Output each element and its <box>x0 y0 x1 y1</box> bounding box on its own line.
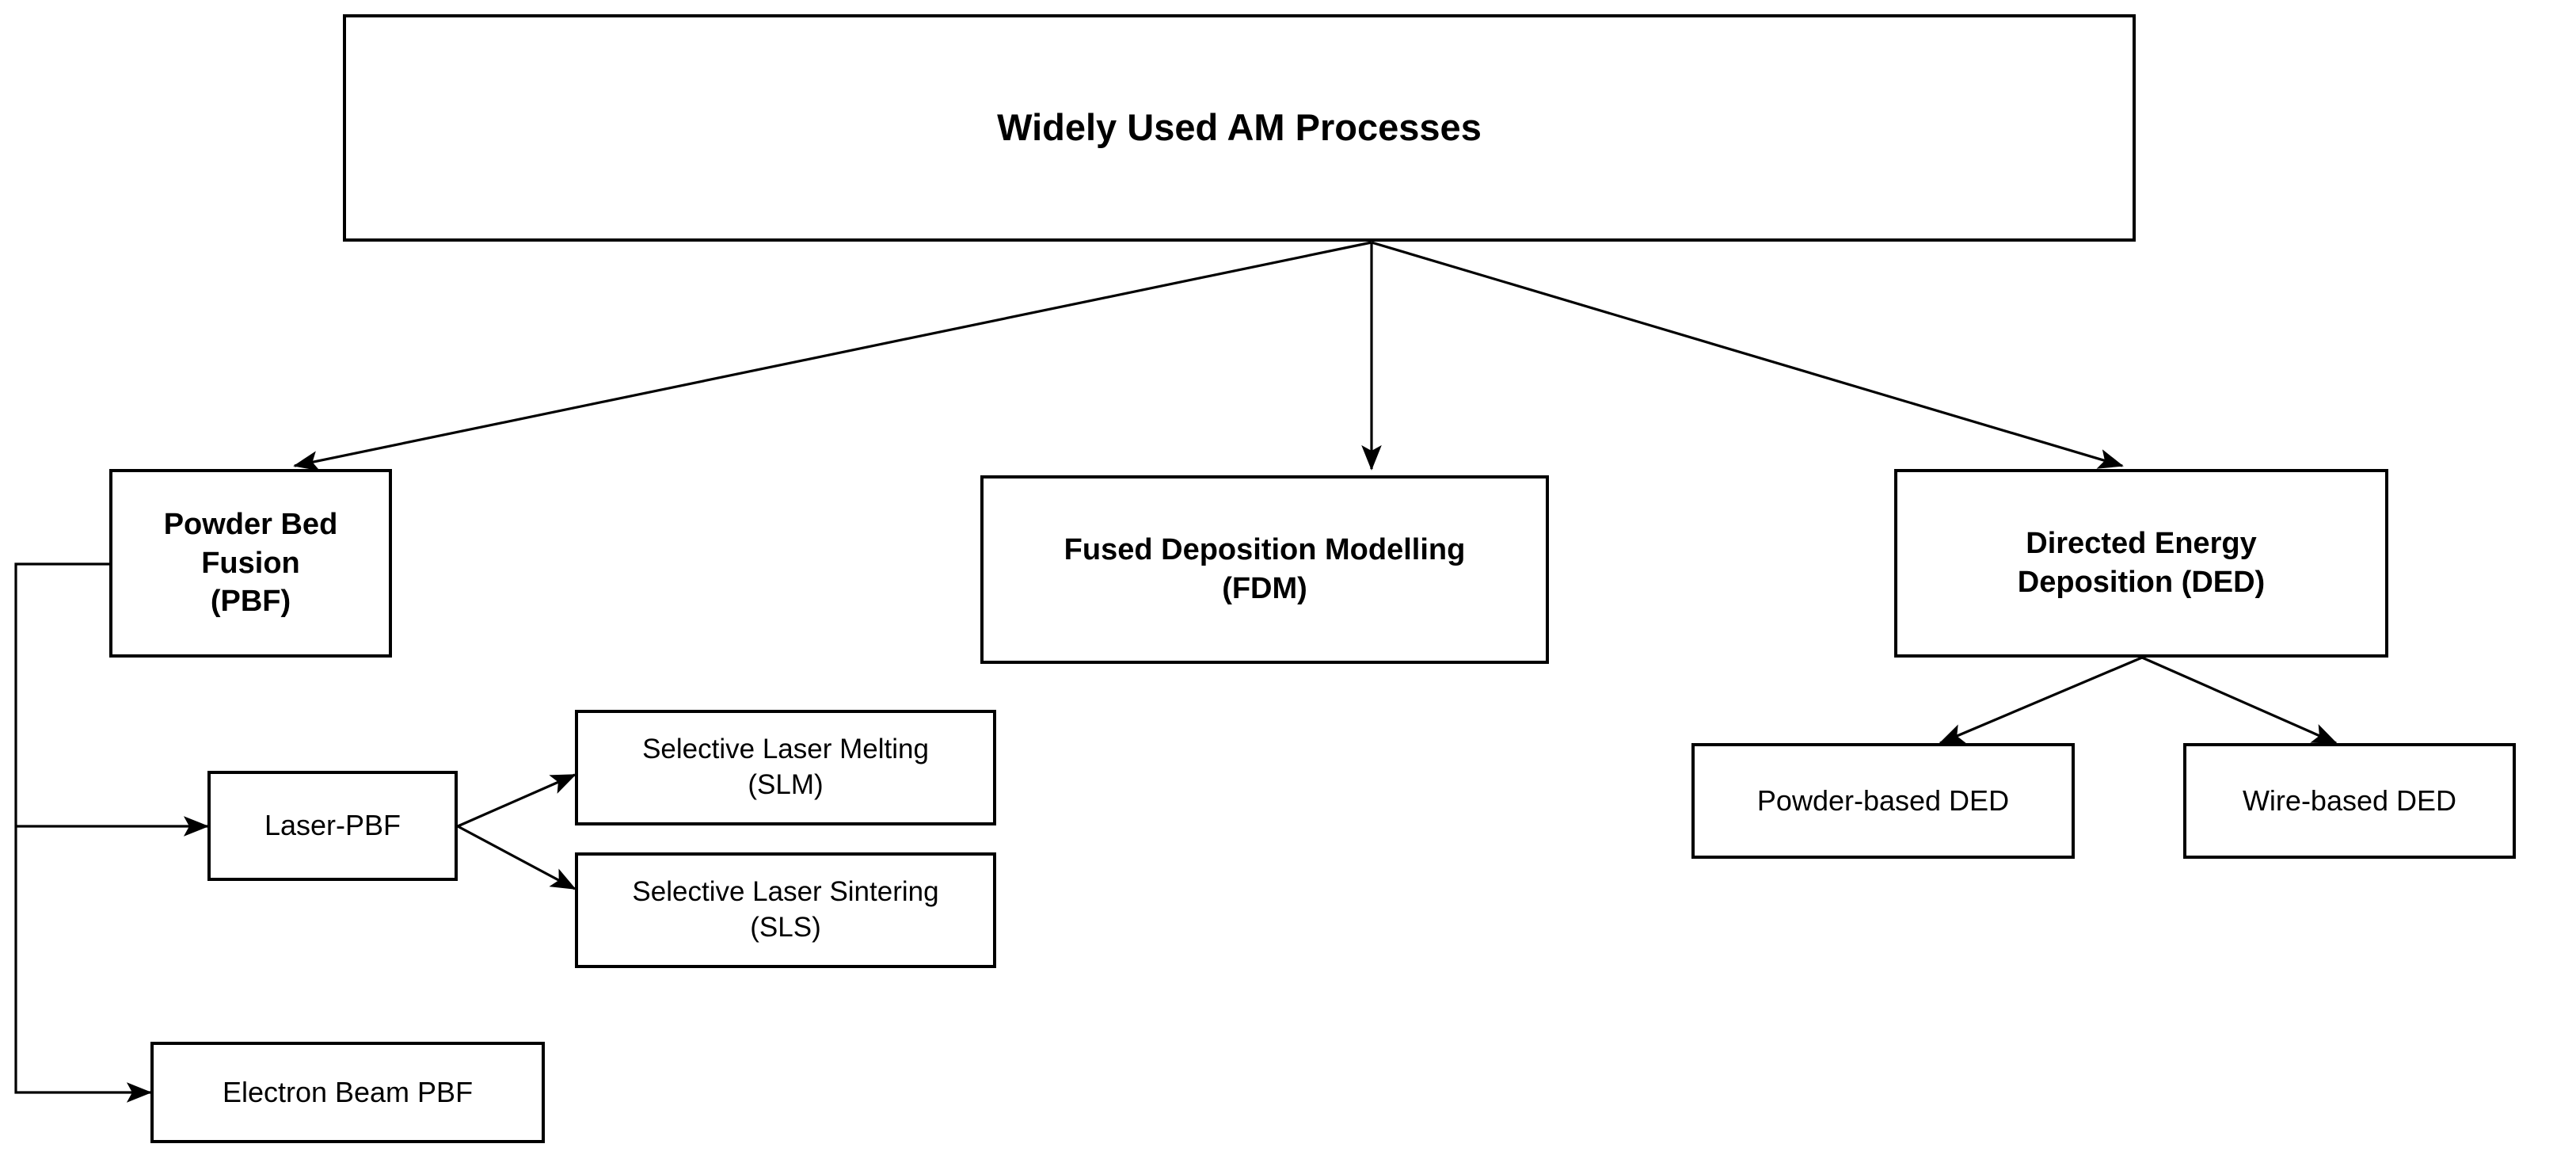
node-selective-laser-melting[interactable]: Selective Laser Melting (SLM) <box>575 710 996 825</box>
edge-laser-pbf-to-sls <box>457 825 576 890</box>
edge-root-to-ded <box>1371 241 2124 469</box>
node-fused-deposition-modelling-label: Fused Deposition Modelling (FDM) <box>1064 533 1466 605</box>
node-wire-based-ded-label: Wire-based DED <box>2242 783 2457 817</box>
node-directed-energy-deposition[interactable]: Directed Energy Deposition (DED) <box>1894 469 2388 658</box>
edge-pbf-bus <box>14 562 109 826</box>
edge-ded-to-wire-based-ded <box>2141 656 2338 745</box>
edge-laser-pbf-to-slm <box>457 773 576 828</box>
node-powder-based-ded[interactable]: Powder-based DED <box>1691 743 2075 859</box>
node-laser-pbf[interactable]: Laser-PBF <box>207 771 458 881</box>
edge-ded-to-powder-based-ded <box>1939 656 2143 745</box>
node-powder-based-ded-label: Powder-based DED <box>1756 783 2010 817</box>
node-electron-beam-pbf[interactable]: Electron Beam PBF <box>150 1042 545 1143</box>
node-selective-laser-melting-label: Selective Laser Melting (SLM) <box>642 734 929 800</box>
node-wire-based-ded[interactable]: Wire-based DED <box>2183 743 2516 859</box>
node-directed-energy-deposition-label: Directed Energy Deposition (DED) <box>2017 527 2266 599</box>
node-root[interactable]: Widely Used AM Processes <box>343 14 2136 242</box>
edge-pbf-to-electron-beam-pbf <box>14 826 152 1103</box>
node-powder-bed-fusion[interactable]: Powder Bed Fusion (PBF) <box>109 469 392 658</box>
node-selective-laser-sintering[interactable]: Selective Laser Sintering (SLS) <box>575 852 996 968</box>
node-electron-beam-pbf-label: Electron Beam PBF <box>222 1075 474 1108</box>
node-powder-bed-fusion-label: Powder Bed Fusion (PBF) <box>163 508 338 619</box>
node-fused-deposition-modelling[interactable]: Fused Deposition Modelling (FDM) <box>980 475 1549 664</box>
node-laser-pbf-label: Laser-PBF <box>264 809 401 842</box>
edge-root-to-pbf <box>293 241 1372 471</box>
node-selective-laser-sintering-label: Selective Laser Sintering (SLS) <box>632 876 939 943</box>
node-root-label: Widely Used AM Processes <box>997 106 1482 149</box>
